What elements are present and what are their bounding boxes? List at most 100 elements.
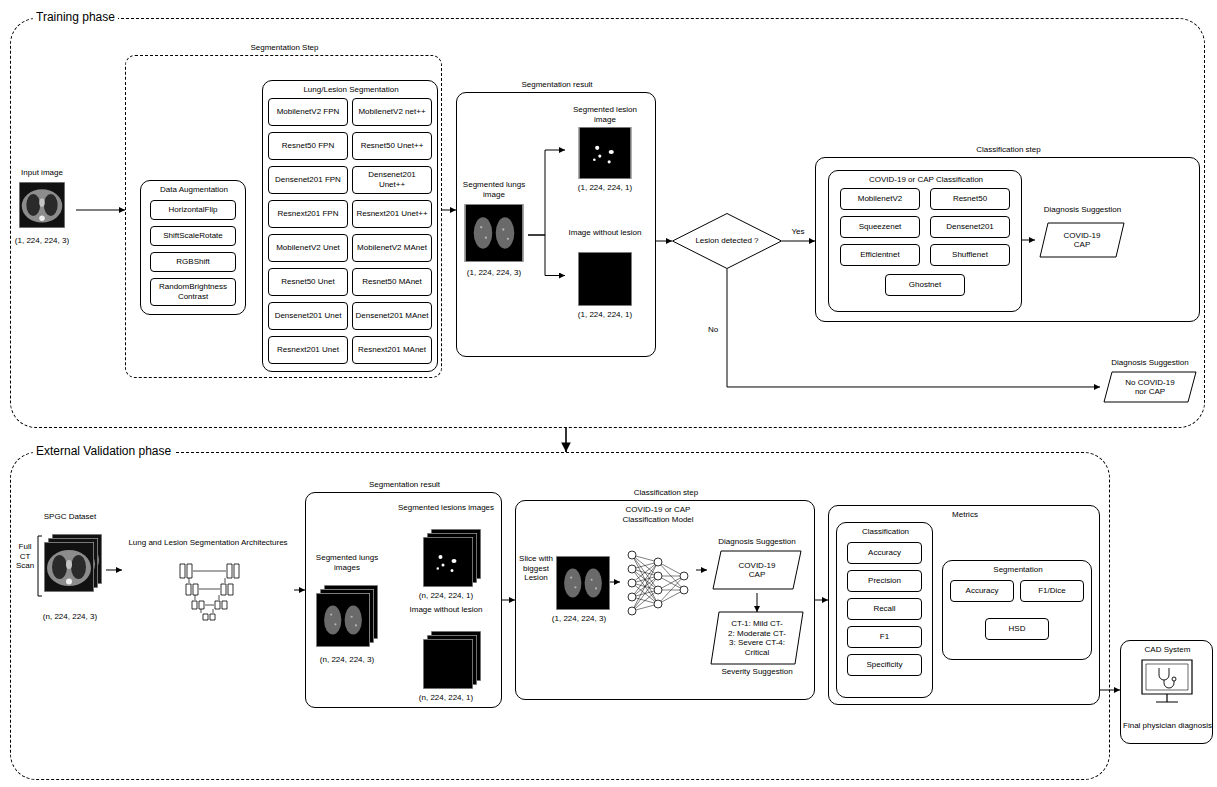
model-box: Squeezenet (840, 216, 920, 238)
architecture-box: Resnet50 Unet (268, 268, 348, 296)
parallelogram-outline (711, 612, 803, 664)
monitor-screen (1146, 664, 1188, 690)
connector (610, 582, 620, 583)
parallelogram-outline (1104, 372, 1196, 402)
node-label: Segmented lungs image (460, 180, 528, 199)
group-box: Lung/Lesion SegmentationMobilenetV2 FPNM… (262, 80, 438, 372)
node-label: Diagnosis Suggestion (1100, 358, 1200, 368)
node-label: Slice with biggest Lesion (518, 554, 554, 583)
node-label: (n, 224, 224, 1) (395, 693, 497, 703)
node-label: ShiftScaleRotate (161, 231, 225, 241)
node-label: HSD (1007, 624, 1028, 634)
metrics-box: MetricsClassificationAccuracyPrecisionRe… (828, 505, 1100, 705)
unet-icon (180, 564, 239, 620)
image-group: Segmented lesion image(1, 224, 224, 1) (565, 105, 645, 195)
node-label: Recall (871, 604, 897, 614)
edge-label: Yes (790, 227, 805, 237)
model-box: MobilenetV2 (840, 188, 920, 210)
architecture-box: Resnext201 FPN (268, 200, 348, 228)
node-label: Segmentation Step (126, 43, 443, 53)
parallelogram-outline (1040, 223, 1124, 257)
node-label: Segmentation result (306, 480, 503, 490)
stethoscope-icon (1159, 668, 1176, 688)
metric-box: HSD (985, 618, 1049, 640)
image-group: Segmented lesions images(n, 224, 224, 1) (395, 503, 497, 603)
metric-box: Accuracy (950, 580, 1014, 602)
node-label: Densenet201 FPN (273, 175, 343, 185)
step-box: Classification stepSlice with biggest Le… (515, 500, 815, 700)
architecture-box: Densenet201 MAnet (352, 302, 432, 330)
cad-box: CAD SystemFinal physician diagnosis (1120, 640, 1213, 744)
image-group: Slice with biggest Lesion(1, 224, 224, 3… (518, 548, 610, 628)
connector (1022, 240, 1035, 241)
monitor-icon (1142, 660, 1192, 694)
connector (1100, 690, 1120, 691)
lung-mask-image (465, 204, 523, 262)
node-label: Resnet50 FPN (280, 141, 336, 151)
node-label: COVID-19 CAP (736, 561, 778, 580)
node-label: Densenet201 MAnet (354, 311, 431, 321)
node-label: RandomBrightness Contrast (151, 282, 235, 301)
architecture-box: MobilenetV2 FPN (268, 98, 348, 126)
node-label: Classification step (816, 145, 1201, 155)
node-label: Classification step (516, 488, 816, 498)
node-label: Image without lesion (395, 605, 497, 615)
node-label: Densenet201 Unet (273, 311, 344, 321)
connector (528, 235, 565, 276)
metric-box: F1 (847, 626, 922, 648)
augmentation-box: HorizontalFlip (150, 200, 236, 220)
augmentation-box: RGBShift (150, 252, 236, 272)
architecture-box: Resnext201 Unet++ (352, 200, 432, 228)
node-label: Metrics (829, 510, 1101, 520)
node-label: COVID-19 CAP (1061, 231, 1103, 250)
node-label: Resnext201 Unet++ (354, 209, 429, 219)
ct-slice (19, 182, 65, 228)
phase-band: External Validation phaseSPGC DatasetFul… (10, 452, 1110, 780)
node-label: Segmented lesions images (395, 503, 497, 513)
image-group: Image without lesion(1, 224, 224, 1) (565, 228, 645, 323)
node-label: (1, 224, 224, 1) (565, 183, 645, 193)
node-label: F1/Dice (1036, 586, 1068, 596)
parallelogram-outline (713, 551, 801, 589)
connector (106, 570, 122, 571)
node-label: Image without lesion (565, 228, 645, 238)
output-parallelogram: CT-1: Mild CT-2: Moderate CT-3: Severe C… (707, 612, 807, 682)
model-box: Ghostnet (885, 274, 965, 296)
node-label: (1, 224, 224, 3) (8, 236, 76, 246)
node-label: Segmentation result (457, 80, 657, 90)
connector (782, 241, 815, 242)
augmentation-box: RandomBrightness Contrast (150, 278, 236, 306)
node-label: Data Augmentation (141, 185, 247, 195)
architecture-box: Resnet50 FPN (268, 132, 348, 160)
node-label: Final physician diagnosis (1121, 721, 1214, 731)
augmentation-box: ShiftScaleRotate (150, 226, 236, 246)
model-box: Shufflenet (930, 244, 1010, 266)
node-label: Resnext201 MAnet (356, 345, 428, 355)
image-group: Input image(1, 224, 224, 3) (8, 168, 76, 250)
node-label: Squeezenet (857, 222, 904, 232)
node-label: MobilenetV2 MAnet (355, 243, 429, 253)
node-label: RGBShift (174, 257, 211, 267)
group-box: SegmentationAccuracyF1/DiceHSD (942, 560, 1092, 660)
group-box: Data AugmentationHorizontalFlipShiftScal… (140, 180, 246, 315)
metric-box: F1/Dice (1020, 580, 1084, 602)
node-label: COVID-19 or CAP Classification Model (620, 505, 696, 524)
node-label: HorizontalFlip (167, 205, 220, 215)
architecture-box: Resnext201 MAnet (352, 336, 432, 364)
connector (76, 210, 125, 211)
connector (727, 269, 1100, 387)
metric-box: Accuracy (847, 542, 922, 564)
output-parallelogram: Diagnosis SuggestionNo COVID-19 nor CAP (1100, 358, 1200, 404)
node-label: Lung and Lesion Segmentation Architectur… (122, 538, 294, 548)
model-box: Densenet201 (930, 216, 1010, 238)
node-label: Severity Suggestion (707, 667, 807, 677)
node-label: Resnext201 FPN (276, 209, 341, 219)
node-label: CT-1: Mild CT-2: Moderate CT-3: Severe C… (728, 619, 786, 657)
node-label: (1, 224, 224, 3) (460, 268, 528, 278)
node-label: Precision (866, 576, 903, 586)
result-box: Segmentation resultSegmented lungs image… (456, 92, 656, 357)
image-group: Segmented lungs image (1, 224, 224, 3) (460, 180, 528, 280)
node-label: MobilenetV2 (856, 194, 904, 204)
connector (696, 570, 707, 571)
node-label: Diagnosis Suggestion (707, 537, 807, 547)
